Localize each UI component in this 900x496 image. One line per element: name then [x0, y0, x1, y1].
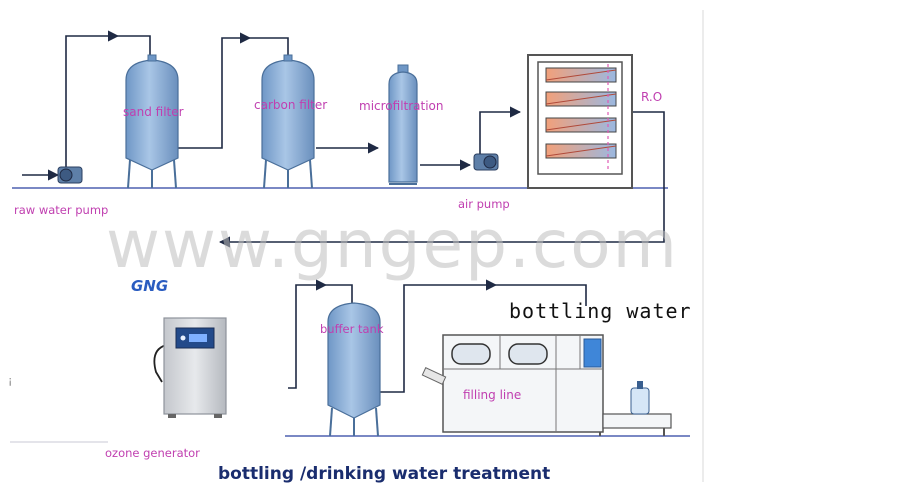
microfiltration-label: microfiltration	[359, 99, 444, 113]
buffer-tank-label: buffer tank	[320, 322, 384, 336]
diagram-caption: bottling /drinking water treatment	[218, 464, 551, 484]
lower-pipes	[288, 279, 587, 393]
raw-water-pump-label: raw water pump	[14, 203, 109, 217]
air-pump-label: air pump	[458, 197, 510, 211]
stray-mark: ¡	[8, 374, 13, 387]
filling-line-label: filling line	[463, 388, 522, 402]
carbon-filter-tank-icon	[261, 54, 315, 189]
air-pump-icon	[473, 153, 499, 171]
sand-filter-label: sand filter	[123, 105, 184, 119]
sand-filter-tank-icon	[125, 54, 179, 189]
company-logo: GNG	[131, 277, 169, 295]
ozone-generator-label: ozone generator	[105, 446, 200, 460]
watermark-text: www.gngep.com	[106, 206, 679, 283]
buffer-tank-icon	[327, 302, 381, 437]
ozone-generator-icon	[153, 317, 227, 418]
microfiltration-housing-icon	[388, 64, 418, 185]
section-heading: bottling water	[509, 299, 692, 323]
carbon-filter-label: carbon filter	[254, 98, 328, 112]
water-bottle-icon	[630, 381, 650, 415]
ro-membrane-rack-icon	[527, 54, 633, 189]
ro-label: R.O	[641, 90, 663, 104]
raw-water-pump-icon	[57, 166, 83, 184]
filling-line-machine-icon	[421, 334, 672, 436]
